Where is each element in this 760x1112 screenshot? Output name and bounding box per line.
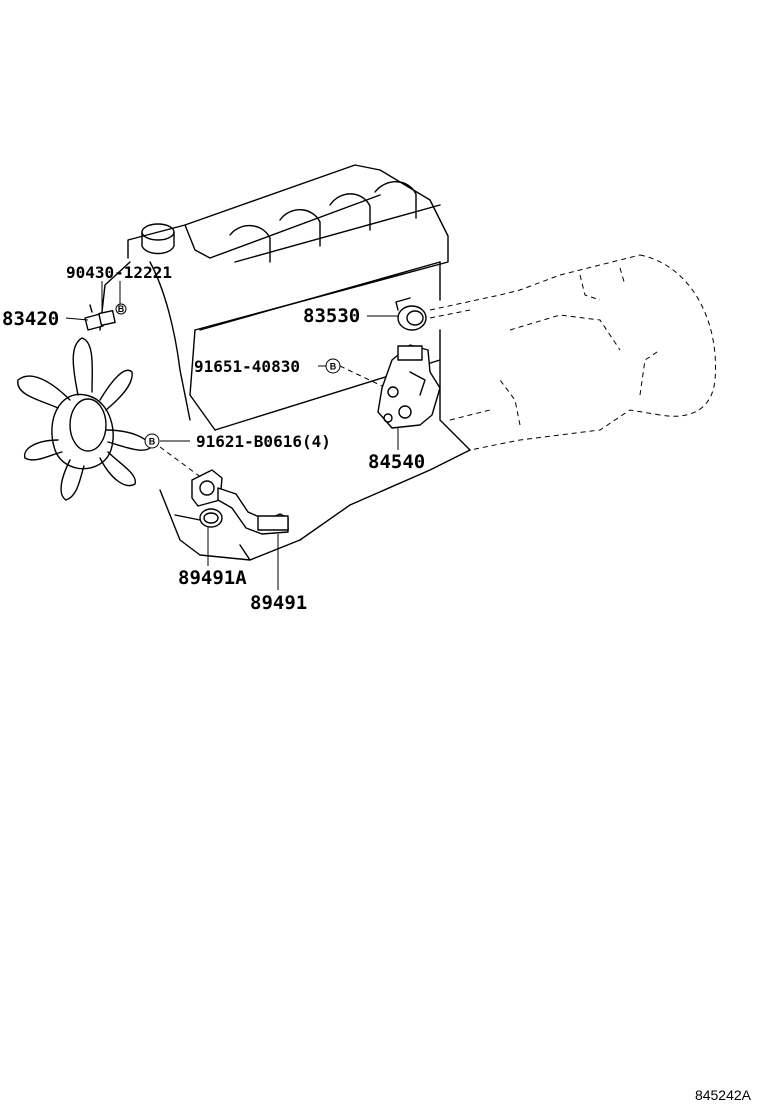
part-label-91651-40830: 91651-40830 xyxy=(194,357,300,376)
sensor-89491-part xyxy=(191,469,289,535)
cooling-fan-icon xyxy=(17,337,151,501)
svg-text:B: B xyxy=(330,362,337,372)
b-marker-symbol: B xyxy=(115,303,127,315)
b-marker-symbol: B xyxy=(144,433,160,449)
part-label-89491A: 89491A xyxy=(178,567,247,589)
neutral-start-switch-part xyxy=(377,344,441,429)
svg-text:B: B xyxy=(149,437,156,447)
part-label-84540: 84540 xyxy=(368,451,425,473)
b-marker-symbol: B xyxy=(325,358,341,374)
o-ring-part xyxy=(199,508,223,528)
sensor-83530-part xyxy=(395,297,427,331)
diagram-reference-code: 845242A xyxy=(695,1087,752,1103)
part-label-89491: 89491 xyxy=(250,592,307,614)
part-label-91621-B0616: 91621-B0616(4) xyxy=(196,432,331,451)
part-label-90430-12221: 90430-12221 xyxy=(66,263,172,282)
transmission-icon xyxy=(429,254,717,451)
svg-text:B: B xyxy=(118,304,125,314)
leader-lines xyxy=(65,281,471,590)
oil-pressure-sender-part xyxy=(84,304,116,331)
part-label-83420: 83420 xyxy=(2,308,59,330)
part-label-83530: 83530 xyxy=(303,305,360,327)
